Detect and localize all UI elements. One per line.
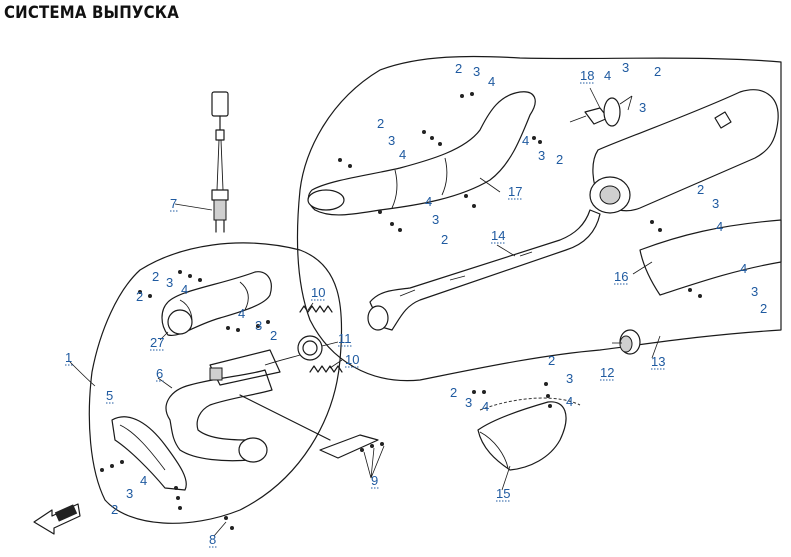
part-callout-2: 2	[654, 64, 661, 79]
group-boundary-13	[296, 55, 782, 382]
oxygen-sensor	[211, 91, 229, 233]
part-callout-3: 3	[566, 371, 573, 386]
muffler-shield	[639, 219, 782, 296]
part-callout-4: 4	[482, 399, 489, 414]
part-callout-2: 2	[556, 152, 563, 167]
part-callout-3: 3	[255, 318, 262, 333]
part-callout-3: 3	[712, 196, 719, 211]
part-callout-4: 4	[425, 194, 432, 209]
part-callout-2: 2	[697, 182, 704, 197]
tail-cap	[619, 329, 641, 355]
part-callout-2: 2	[441, 232, 448, 247]
part-callout-3: 3	[126, 486, 133, 501]
part-callout-18: 18	[580, 68, 594, 83]
part-callout-4: 4	[716, 219, 723, 234]
part-callout-17: 17	[508, 184, 522, 199]
part-callout-3: 3	[538, 148, 545, 163]
part-callout-12: 12	[600, 365, 614, 380]
part-callout-2: 2	[548, 353, 555, 368]
part-callout-2: 2	[450, 385, 457, 400]
part-callout-3: 3	[166, 275, 173, 290]
part-callout-7: 7	[170, 196, 177, 211]
part-callout-27: 27	[150, 335, 164, 350]
part-callout-4: 4	[140, 473, 147, 488]
leader-lines	[69, 87, 661, 537]
part-callout-13: 13	[651, 354, 665, 369]
part-callout-3: 3	[639, 100, 646, 115]
part-callout-3: 3	[751, 284, 758, 299]
fasteners	[100, 92, 702, 530]
heat-shield-front	[161, 271, 272, 337]
springs-and-gasket	[297, 305, 343, 373]
part-callout-3: 3	[388, 133, 395, 148]
part-callout-2: 2	[270, 328, 277, 343]
part-callout-6: 6	[156, 366, 163, 381]
header-pipe	[165, 349, 301, 463]
front-arrow-icon	[33, 503, 81, 535]
part-callout-2: 2	[111, 502, 118, 517]
spark-arrestor	[569, 97, 621, 127]
mid-pipe	[367, 209, 601, 331]
part-callout-9: 9	[371, 473, 378, 488]
part-callout-11: 11	[338, 331, 352, 346]
part-callout-4: 4	[604, 68, 611, 83]
part-callout-4: 4	[488, 74, 495, 89]
pipe-heat-shield	[307, 91, 536, 216]
part-callout-2: 2	[760, 301, 767, 316]
part-callout-4: 4	[238, 306, 245, 321]
group-boundary-1	[88, 242, 343, 524]
part-callout-2: 2	[455, 61, 462, 76]
part-callout-14: 14	[491, 228, 505, 243]
part-callout-2: 2	[136, 289, 143, 304]
part-callout-4: 4	[181, 282, 188, 297]
muffler	[589, 89, 779, 214]
part-callout-15: 15	[496, 486, 510, 501]
part-callout-10: 10	[311, 285, 325, 300]
part-callout-2: 2	[377, 116, 384, 131]
part-callout-3: 3	[622, 60, 629, 75]
part-callout-4: 4	[740, 261, 747, 276]
outlet-heat-shield	[477, 401, 567, 471]
lower-heat-shield	[111, 416, 187, 491]
part-callout-10: 10	[345, 352, 359, 367]
part-callout-8: 8	[209, 532, 216, 547]
part-callout-3: 3	[432, 212, 439, 227]
part-callout-3: 3	[473, 64, 480, 79]
part-callout-16: 16	[614, 269, 628, 284]
part-callout-2: 2	[152, 269, 159, 284]
part-callout-1: 1	[65, 350, 72, 365]
part-callout-5: 5	[106, 388, 113, 403]
mounting-bracket	[239, 394, 384, 459]
part-callout-4: 4	[566, 394, 573, 409]
part-callout-4: 4	[399, 147, 406, 162]
part-callout-4: 4	[522, 133, 529, 148]
part-callout-3: 3	[465, 395, 472, 410]
diagram-title: СИСТЕМА ВЫПУСКА	[4, 3, 179, 23]
